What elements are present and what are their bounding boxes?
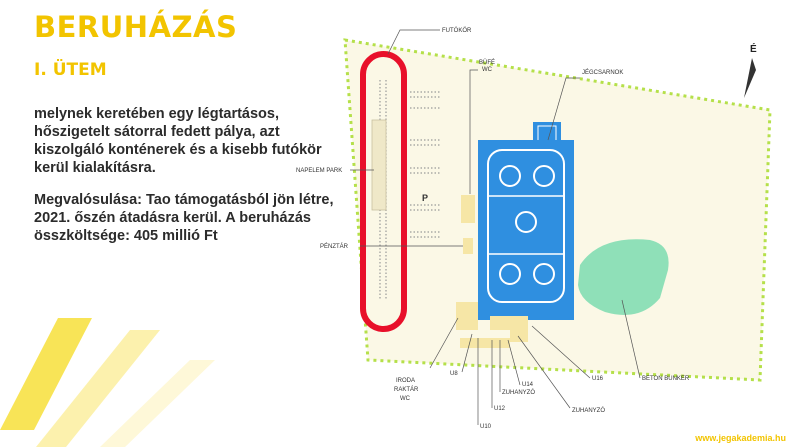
faceoff-circle-center — [515, 211, 537, 233]
ice-rink — [487, 149, 565, 303]
faceoff-circle-br — [533, 263, 555, 285]
running-track — [360, 51, 407, 332]
decor-stripe-2 — [36, 330, 160, 447]
label-napelem: NAPELEM PARK — [296, 168, 342, 174]
site-boundary — [343, 38, 772, 382]
faceoff-circle-tr — [533, 165, 555, 187]
label-futokor: FUTÓKÖR — [442, 27, 472, 34]
decor-stripe-1 — [0, 318, 92, 430]
label-u12: U12 — [494, 406, 506, 412]
concrete-bunker — [578, 239, 669, 315]
compass-label: É — [750, 42, 757, 55]
faceoff-circle-bl — [499, 263, 521, 285]
locker-containers — [490, 316, 528, 330]
label-beton-bunker: BETON BUNKER — [642, 376, 690, 382]
ice-hall — [478, 140, 574, 320]
realization-text: Megvalósulása: Tao támogatásból jön létr… — [34, 192, 334, 244]
buffet-container — [461, 195, 475, 223]
label-penztar: PÉNZTÁR — [320, 243, 349, 250]
rink-annex — [533, 122, 561, 144]
label-u10: U10 — [480, 424, 492, 430]
leader-lines — [350, 29, 641, 425]
label-zuhanyzo-1: ZUHANYZÓ — [502, 389, 535, 396]
faceoff-circle-tl — [499, 165, 521, 187]
description-text: melynek keretében egy légtartásos, hőszi… — [34, 106, 322, 176]
footer-url[interactable]: www.jegakademia.hu — [695, 433, 786, 443]
label-u14: U14 — [522, 382, 534, 388]
parking-sign: P — [422, 193, 428, 203]
description-block: melynek keretében egy légtartásos, hőszi… — [34, 105, 339, 259]
label-bufe: BÜFÉ — [479, 59, 495, 66]
label-u8: U8 — [450, 371, 458, 377]
label-jegcsarnok: JÉGCSARNOK — [582, 69, 623, 76]
label-zuhanyzo-2: ZUHANYZÓ — [572, 407, 605, 414]
solar-park — [371, 119, 387, 211]
label-iroda-wc: WC — [400, 396, 411, 402]
label-iroda: IRODA — [396, 378, 415, 384]
label-bufe-wc: WC — [482, 67, 493, 73]
label-u16: U16 — [592, 376, 604, 382]
decor-stripe-3 — [100, 360, 215, 447]
page-subtitle: I. ÜTEM — [34, 60, 107, 80]
cashier-container — [463, 238, 473, 254]
office-container-2 — [460, 338, 510, 348]
label-raktar: RAKTÁR — [394, 386, 419, 393]
locker-containers-2 — [510, 328, 528, 342]
office-container — [456, 302, 478, 330]
page-title: BERUHÁZÁS — [34, 10, 238, 44]
compass-arrow-icon — [744, 58, 756, 98]
